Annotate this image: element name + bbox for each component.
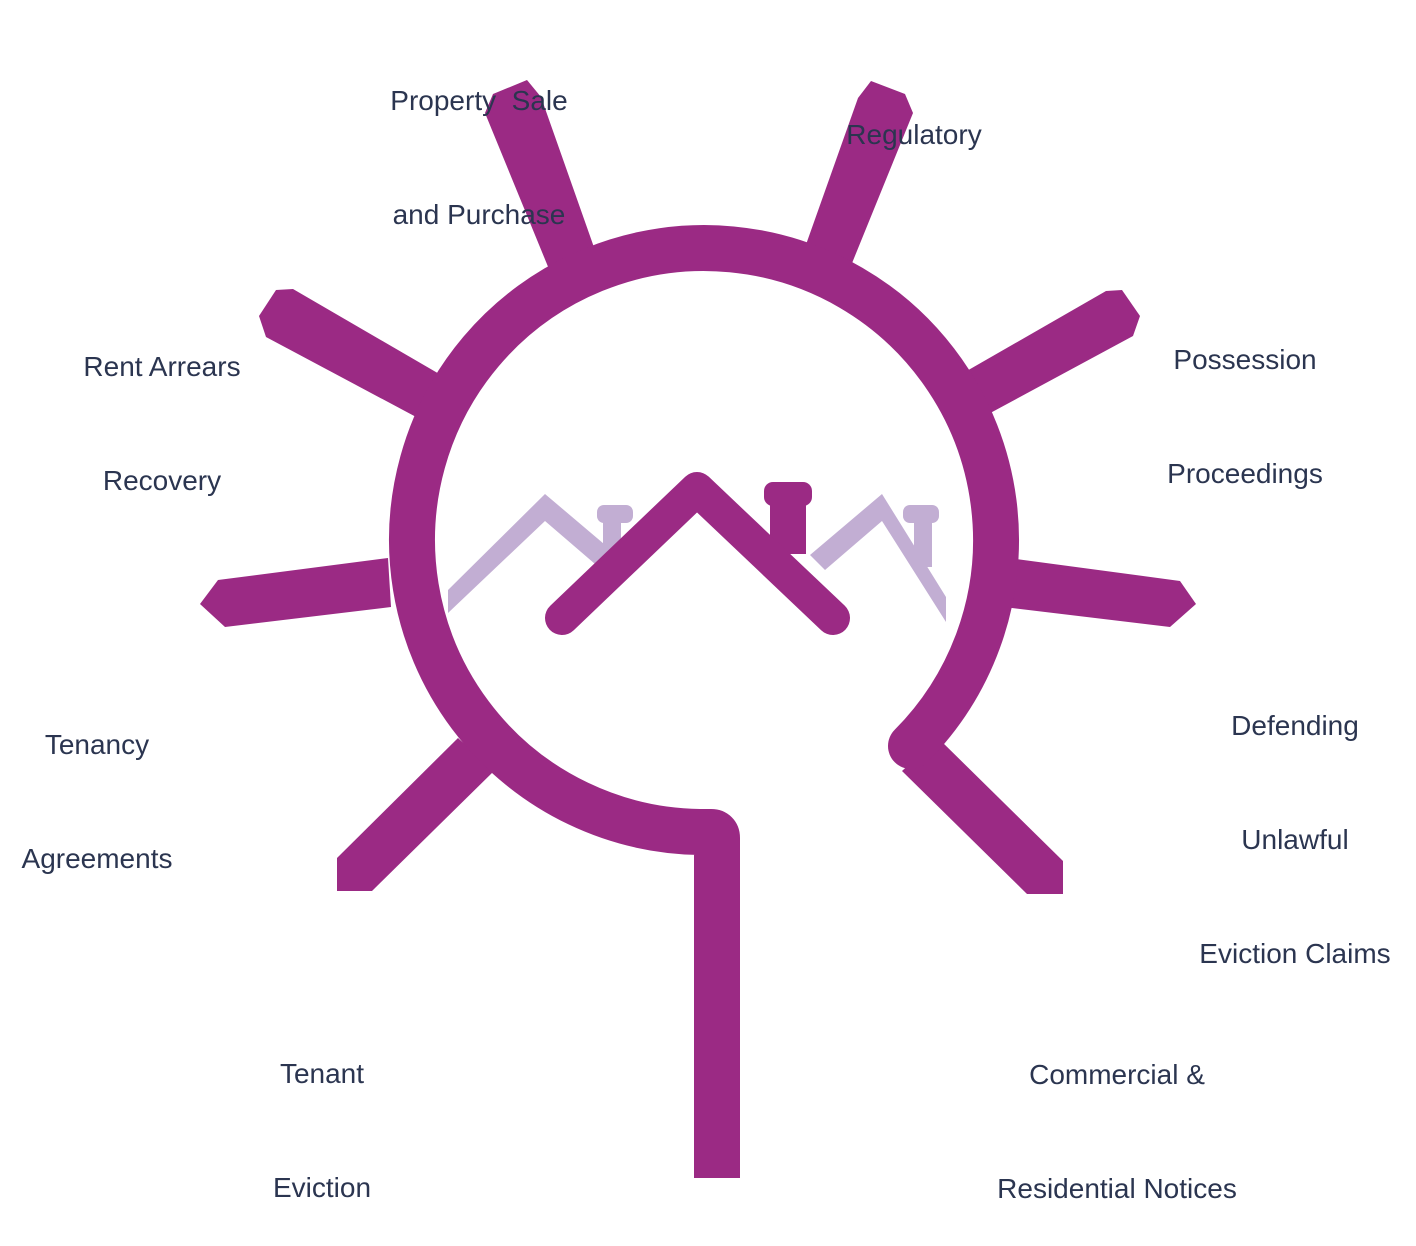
label-tenancy-agreements: Tenancy Agreements [21, 729, 173, 874]
label-commercial-residential-notices: Commercial & Residential Notices [997, 1059, 1237, 1204]
label-regulatory: Regulatory [846, 119, 982, 150]
label-property-sale-and-purchase: Property Sale and Purchase [390, 85, 568, 230]
label-defending-unlawful-eviction-claims: Defending Unlawful Eviction Claims [1199, 710, 1391, 969]
sun-house-logo-diagram [200, 80, 1196, 1178]
sun-rays [200, 80, 1196, 894]
ray-commercial-residential-notices [902, 738, 1063, 894]
ray-regulatory [803, 81, 913, 273]
label-tenant-eviction: Tenant Eviction [272, 1058, 372, 1203]
logo-graphic [200, 80, 1196, 1178]
ray-tenancy-agreements [200, 558, 391, 627]
ray-tenant-eviction [337, 738, 494, 891]
ray-defending-unlawful-eviction [1004, 558, 1196, 627]
house-right-light [810, 494, 946, 622]
ray-possession [958, 290, 1140, 418]
ray-property-sale [485, 80, 596, 274]
label-possession-proceedings: Possession Proceedings [1167, 344, 1323, 489]
ray-rent-arrears [259, 289, 441, 418]
sun-ring-and-stem [389, 225, 1020, 1178]
house-center [545, 472, 850, 635]
label-rent-arrears-recovery: Rent Arrears Recovery [83, 351, 241, 496]
